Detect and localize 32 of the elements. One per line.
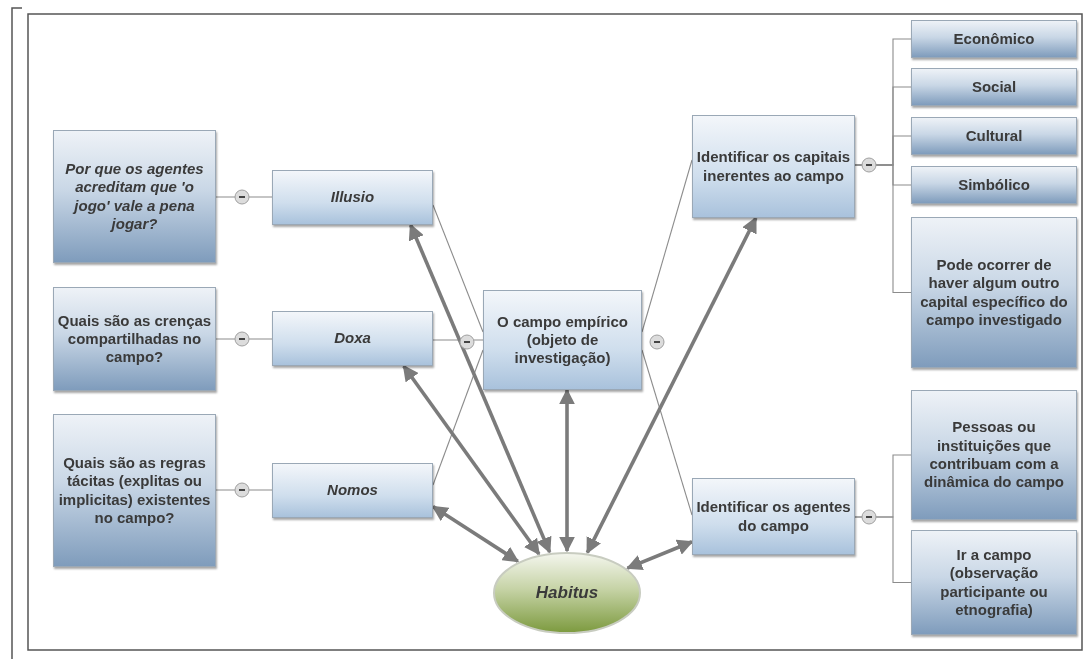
double-arrow	[408, 223, 552, 554]
connector-line	[215, 489, 273, 491]
connector-line	[215, 338, 273, 340]
item-box: Econômico	[911, 20, 1077, 58]
item-box: Social	[911, 68, 1077, 106]
question-box: Por que os agentes acreditam que 'o jogo' vale a pena jogar?	[53, 130, 216, 263]
concept-box: Doxa	[272, 311, 433, 366]
topic-box: Identificar os agentes do campo	[692, 478, 855, 555]
connector-line	[432, 339, 484, 341]
concept-box: Nomos	[272, 463, 433, 518]
item-box: Simbólico	[911, 166, 1077, 204]
item-box: Pode ocorrer de haver algum outro capital específico do campo investigado	[911, 217, 1077, 368]
connector-line	[641, 159, 693, 333]
item-box: Cultural	[911, 117, 1077, 155]
double-arrow	[626, 539, 694, 571]
double-arrow	[559, 388, 575, 553]
central-box: O campo empírico (objeto de investigação)	[483, 290, 642, 390]
connector-line	[854, 516, 912, 584]
double-arrow	[431, 505, 520, 563]
connector-line	[215, 196, 273, 198]
connector-line	[432, 204, 484, 333]
question-box: Quais são as regras tácitas (explitas ou implicitas) existentes no campo?	[53, 414, 216, 567]
double-arrow	[402, 364, 541, 556]
item-box: Pessoas ou instituições que contribuam com a dinâmica do campo	[911, 390, 1077, 520]
concept-box: Illusio	[272, 170, 433, 225]
connector-line	[432, 349, 484, 486]
question-box: Quais são as crenças compartilhadas no campo?	[53, 287, 216, 391]
habitus-ellipse: Habitus	[492, 551, 642, 635]
connector-line	[641, 349, 693, 516]
item-box: Ir a campo (observação participante ou etnografia)	[911, 530, 1077, 635]
double-arrow	[585, 216, 758, 554]
topic-box: Identificar os capitais inerentes ao campo	[692, 115, 855, 218]
